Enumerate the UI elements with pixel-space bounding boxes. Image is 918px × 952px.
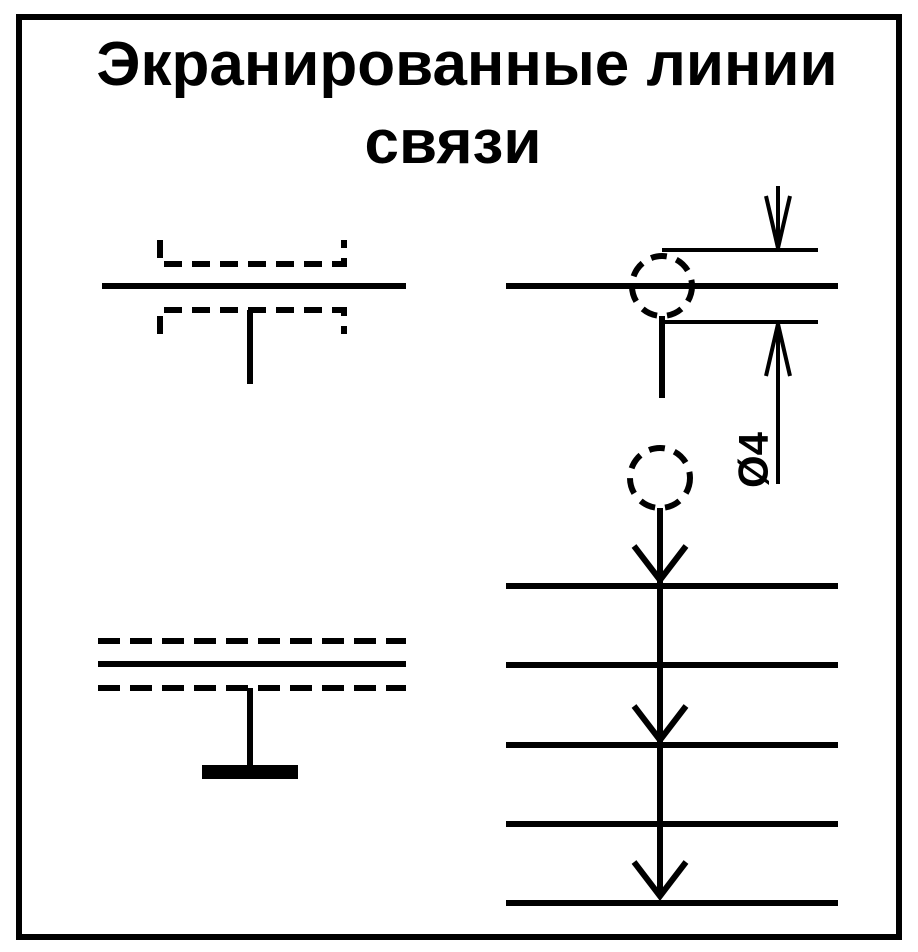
dimension-arrowhead-upper xyxy=(764,195,792,249)
title-line-2: связи xyxy=(364,108,542,177)
bus-arrow-3 xyxy=(631,860,689,901)
bus-arrow-1 xyxy=(631,544,689,585)
shield-circle xyxy=(627,445,693,511)
title-line-1: Экранированные линии xyxy=(96,30,838,99)
symbol-shield-with-ground xyxy=(98,638,406,779)
dimension-arrowhead-lower xyxy=(764,323,792,377)
shield-upper-bracket xyxy=(157,240,347,267)
drawing-frame xyxy=(16,14,902,940)
bus-arrow-2 xyxy=(631,704,689,745)
ground-bar xyxy=(202,765,298,779)
symbol-shielded-node-dimension xyxy=(506,186,838,484)
symbol-shielded-bus xyxy=(506,445,838,906)
symbol-shielded-line-tap xyxy=(102,240,406,384)
shield-circle xyxy=(629,253,695,319)
dimension-label: Ø4 xyxy=(730,431,777,488)
